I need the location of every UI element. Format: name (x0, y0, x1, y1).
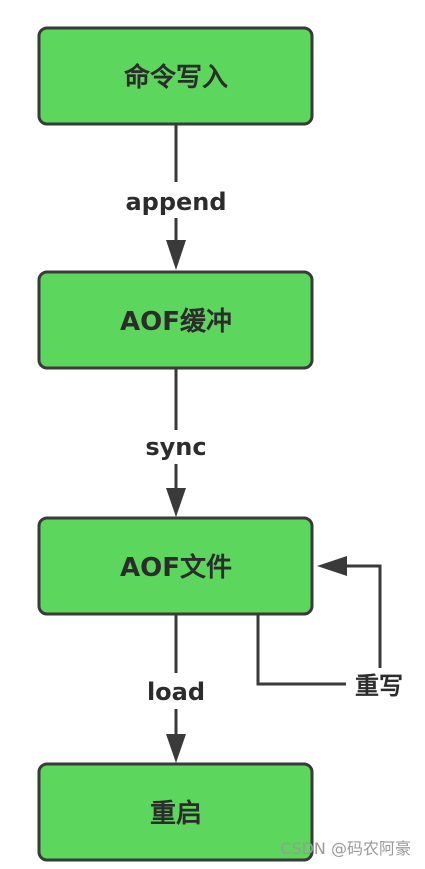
edge-sync: sync (136, 368, 216, 517)
node-aof-file: AOF文件 (37, 516, 314, 616)
edge-sync-label: sync (145, 433, 206, 461)
edge-rewrite: 重写 (256, 556, 412, 702)
edge-load-label: load (147, 678, 205, 706)
node-aof-buffer-box (37, 270, 314, 370)
edge-load-arrowhead (166, 734, 186, 763)
node-restart: 重启 (37, 762, 314, 862)
edge-append: append (120, 124, 232, 270)
node-restart-label: 重启 (150, 798, 202, 829)
node-aof-buffer: AOF缓冲 (37, 270, 314, 370)
edge-rewrite-label: 重写 (355, 672, 403, 700)
edge-append-label: append (125, 188, 226, 216)
node-aof-file-label: AOF文件 (120, 552, 232, 583)
node-restart-box (37, 762, 314, 862)
node-aof-file-box (37, 516, 314, 616)
node-command-write-label: 命令写入 (124, 62, 228, 93)
node-command-write-box (37, 26, 314, 126)
edge-rewrite-arrowhead (317, 556, 347, 576)
node-command-write: 命令写入 (37, 26, 314, 126)
node-aof-buffer-label: AOF缓冲 (120, 306, 232, 337)
edge-load: load (140, 614, 212, 763)
edge-sync-arrowhead (166, 488, 186, 517)
edge-append-arrowhead (166, 240, 186, 270)
csdn-watermark: CSDN @码农阿豪 (280, 839, 411, 858)
